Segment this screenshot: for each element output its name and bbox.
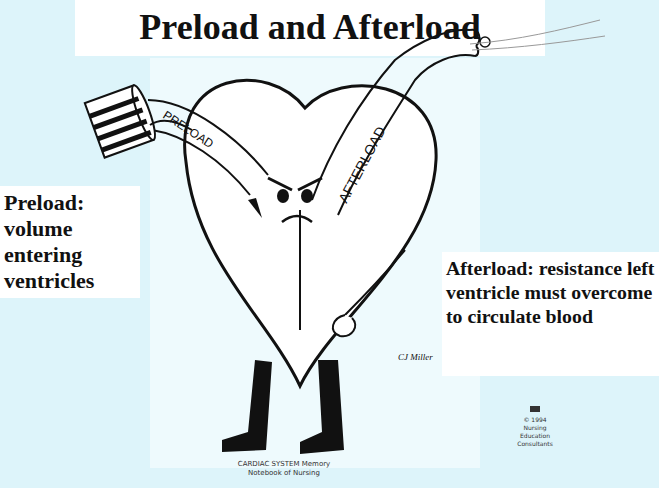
- hand: [333, 315, 355, 336]
- title: Preload and Afterload: [75, 6, 545, 48]
- leg: [222, 360, 272, 452]
- logo: [530, 406, 540, 412]
- outflow: [470, 20, 605, 50]
- eye: [301, 189, 313, 203]
- brow: [268, 178, 322, 190]
- definition-label: Preload: volume entering ventricles: [4, 190, 138, 294]
- afterload-tube: [338, 55, 475, 215]
- copyright: © 1994 Nursing Education Consultants: [512, 416, 558, 448]
- flow-arrow: [248, 198, 262, 218]
- heart-outline: [185, 80, 437, 386]
- title-panel: [75, 0, 545, 56]
- label-panel: [0, 186, 140, 298]
- preload-tube: [148, 100, 268, 175]
- signature: CJ Miller: [398, 352, 433, 362]
- drawing-panel: [150, 58, 480, 468]
- septum: [299, 210, 301, 330]
- mouth: [282, 216, 312, 222]
- can: [85, 83, 159, 157]
- arm: [345, 250, 405, 315]
- afterload-tube: [312, 30, 470, 200]
- eye: [277, 189, 289, 203]
- caption: CARDIAC SYSTEM Memory Notebook of Nursin…: [232, 460, 336, 478]
- label-panel: [442, 252, 659, 376]
- definition-label: Afterload: resistance left ventricle mus…: [446, 256, 658, 328]
